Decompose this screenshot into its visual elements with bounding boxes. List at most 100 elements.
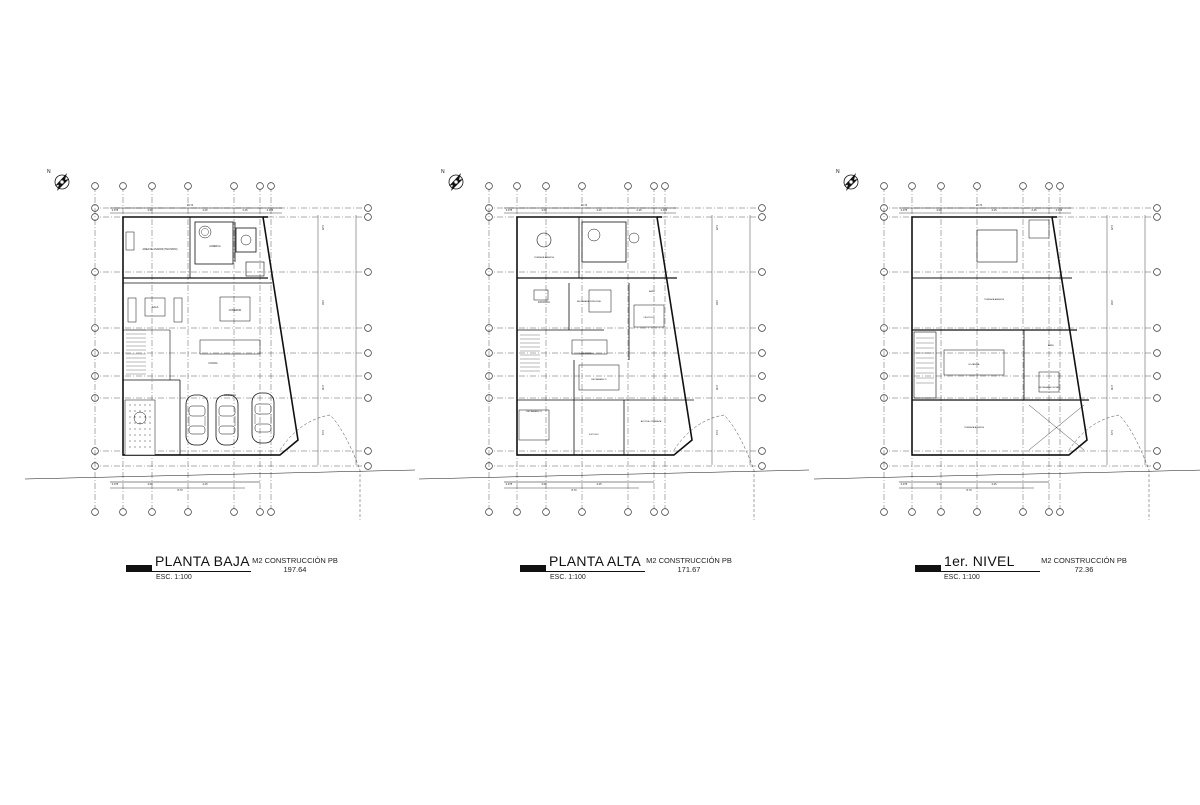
dimension-label: 4.21 (715, 430, 719, 436)
exterior-wall (122, 216, 299, 456)
garden-patch (124, 399, 156, 456)
round-table-icon (536, 232, 552, 248)
title-rule (915, 571, 1040, 572)
garden-dot (134, 440, 136, 442)
plan-scale: ESC. 1:100 (550, 574, 586, 581)
garden-dot (149, 440, 151, 442)
garden-dot (134, 446, 136, 448)
north-arrow-icon: N (836, 169, 859, 191)
dimension-label: 2.45 (242, 208, 248, 212)
grid-bubble (1153, 394, 1161, 402)
grid-bubble (364, 204, 372, 212)
dining-table (219, 296, 251, 322)
property-boundary (279, 414, 361, 520)
room-label: TERRAZA ABIERTA (964, 426, 984, 429)
grid-bubble (184, 182, 192, 190)
garden-dot (129, 404, 131, 406)
garden-dot (144, 410, 146, 412)
room-label: AREA DE ASADOR (TECHADO) (143, 248, 178, 251)
room-label: RECAMARA #3 (526, 410, 542, 413)
grid-bubble (513, 182, 521, 190)
grid-bubble (1153, 204, 1161, 212)
garden-dot (139, 416, 141, 418)
room-label: RECAMARA #2 (591, 378, 607, 381)
garden-dot (149, 434, 151, 436)
garden-dot (134, 434, 136, 436)
dimension-label: 0.075 (506, 482, 513, 486)
plan-title: 1er. NIVEL (944, 553, 1015, 569)
laundry (571, 339, 608, 355)
dimension-label: 3.60 (321, 300, 325, 306)
garden-dot (129, 428, 131, 430)
grid-bubble (1153, 447, 1161, 455)
lounge-furniture (943, 349, 1005, 376)
garden-dot (149, 422, 151, 424)
street-line (418, 469, 810, 480)
grid-bubble (364, 213, 372, 221)
garden-dot (134, 416, 136, 418)
room-label: ALBERCA (209, 245, 221, 248)
grid-bubble (230, 182, 238, 190)
dimension-label: 2.45 (636, 208, 642, 212)
grid-bubble (1153, 462, 1161, 470)
grid-bubble (908, 182, 916, 190)
grid-bubble (758, 204, 766, 212)
grid-bubble (1153, 268, 1161, 276)
room-label: ESTANCIA (538, 301, 550, 304)
car-symbol (215, 394, 239, 446)
kitchen-island (199, 339, 261, 355)
grid-bubble (661, 508, 669, 516)
plan-scale: ESC. 1:100 (156, 574, 192, 581)
dimension-label: 0.075 (901, 208, 908, 212)
plan-area: M2 CONSTRUCCIÓN PB 197.64 (245, 556, 345, 574)
grid-bubble (937, 508, 945, 516)
grid-bubble (148, 182, 156, 190)
bed-3 (518, 409, 550, 441)
grid-bubble (267, 508, 275, 516)
grid-bubble (364, 349, 372, 357)
garden-dot (129, 440, 131, 442)
grid-bubble (1045, 182, 1053, 190)
car-symbol (185, 394, 209, 446)
bed-visits (1038, 371, 1060, 393)
north-arrow-icon: N (47, 169, 70, 191)
garden-dot (139, 446, 141, 448)
grid-bubble (624, 508, 632, 516)
dimension-label: 4.25 (1110, 225, 1114, 231)
bed-main (588, 289, 612, 313)
grid-bubble (937, 182, 945, 190)
dimension-label: 3.60 (147, 482, 153, 486)
garden-dot (129, 422, 131, 424)
room-label: TERRAZA ABIERTA (534, 256, 554, 259)
grid-bubble (119, 508, 127, 516)
title-bar (126, 565, 152, 572)
vestidor (633, 304, 665, 328)
plan-title: PLANTA ALTA (549, 553, 642, 569)
property-boundary (673, 414, 755, 520)
armchair (533, 289, 549, 301)
title-rule (126, 571, 251, 572)
grid-bubble (758, 462, 766, 470)
grid-bubble (364, 462, 372, 470)
north-label: N (47, 169, 51, 175)
grid-bubble (650, 508, 658, 516)
grid-bubble (758, 213, 766, 221)
grid-bubble (758, 372, 766, 380)
room-label: COMEDOR (229, 309, 242, 312)
room-label: LAVANDERIA (579, 352, 593, 355)
grid-bubble (1056, 508, 1064, 516)
grid-bubble (578, 182, 586, 190)
garden-dot (144, 404, 146, 406)
dimension-label: 0.075 (901, 482, 908, 486)
grid-bubble (256, 182, 264, 190)
pool-below (581, 221, 627, 263)
grid-bubble (364, 372, 372, 380)
dimension-label: 4.21 (321, 430, 325, 436)
dimension-label: 3.60 (147, 208, 153, 212)
grid-bubble (758, 268, 766, 276)
garden-dot (144, 440, 146, 442)
